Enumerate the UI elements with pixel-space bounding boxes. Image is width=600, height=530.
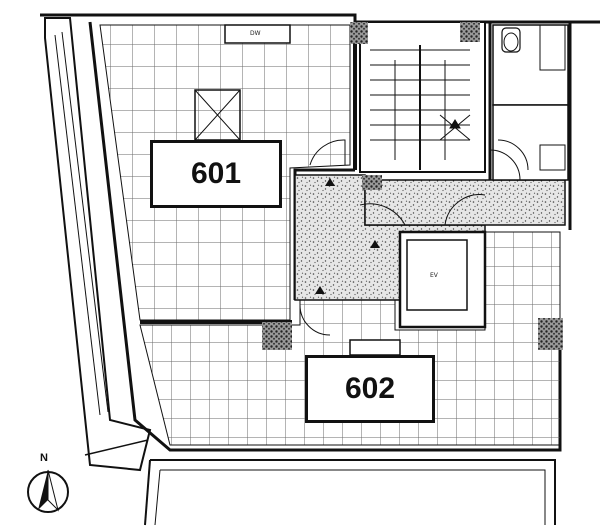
north-arrow-icon bbox=[27, 469, 69, 513]
restroom bbox=[492, 24, 569, 181]
marks bbox=[315, 178, 380, 294]
pillars bbox=[262, 22, 563, 350]
elevator-label: EV bbox=[430, 272, 438, 279]
common-corridor bbox=[294, 174, 566, 301]
unit-602-label: 602 bbox=[305, 355, 435, 423]
unit-602-cabinet bbox=[349, 339, 401, 356]
bottom-terrace bbox=[144, 459, 556, 526]
unit-601-label: 601 bbox=[150, 140, 282, 208]
compass-north-label: N bbox=[40, 452, 48, 464]
door-swings bbox=[299, 139, 521, 336]
stairwell bbox=[359, 21, 486, 173]
top-box-label: DW bbox=[250, 30, 261, 37]
unit-601-closet bbox=[194, 24, 291, 141]
elevator-shaft bbox=[398, 230, 487, 329]
left-balcony bbox=[44, 17, 152, 472]
